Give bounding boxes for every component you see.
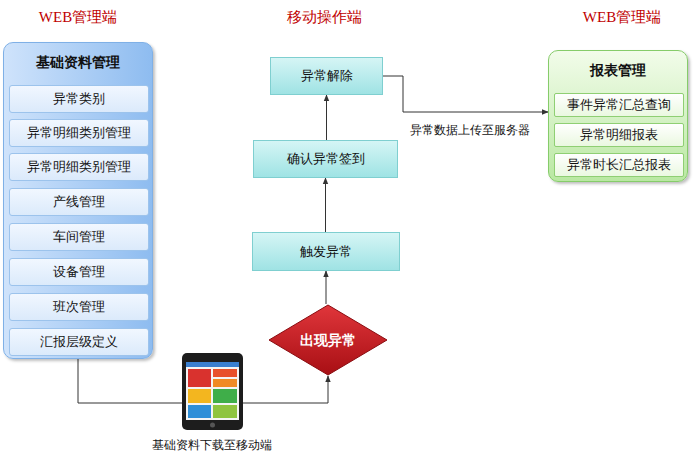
app-tile: [188, 389, 211, 403]
process-box: 异常解除: [270, 57, 383, 95]
panel-box: 报表管理事件异常汇总查询异常明细报表异常时长汇总报表: [548, 50, 688, 182]
connector-arrow: [78, 359, 328, 403]
node-text: 产线管理: [53, 194, 105, 210]
menu-item: 事件异常汇总查询: [554, 93, 684, 117]
app-tile: [213, 389, 237, 403]
app-tile: [188, 405, 211, 418]
node-text: 异常类别: [53, 91, 105, 107]
menu-item: 设备管理: [9, 258, 149, 286]
phone-body: [182, 353, 243, 430]
node-text: 异常时长汇总报表: [567, 157, 671, 173]
phone-screen: [186, 362, 239, 420]
app-tile: [213, 379, 237, 387]
connector-arrow: [326, 95, 327, 140]
menu-item: 异常时长汇总报表: [554, 153, 684, 177]
node-text: 事件异常汇总查询: [567, 97, 671, 113]
menu-item: 汇报层级定义: [9, 328, 149, 356]
node-text: 报表管理: [590, 62, 646, 79]
diamond-shape: [269, 305, 387, 375]
edge-label: 基础资料下载至移动端: [150, 437, 274, 454]
menu-item: 异常明细类别管理: [9, 119, 149, 147]
app-tile: [188, 369, 211, 387]
column-header: 移动操作端: [287, 8, 362, 27]
process-box: 触发异常: [252, 232, 400, 271]
node-text: 设备管理: [53, 264, 105, 280]
connector-arrow: [326, 271, 327, 304]
app-tile: [213, 405, 237, 418]
column-header: WEB管理端: [39, 8, 117, 27]
menu-item: 车间管理: [9, 223, 149, 251]
node-text: 异常明细报表: [580, 127, 658, 143]
node-text: 出现异常: [300, 332, 356, 349]
connector-arrow: [325, 178, 326, 232]
app-tile: [213, 369, 237, 377]
panel-box: 基础资料管理异常类别异常明细类别管理异常明细类别管理产线管理车间管理设备管理班次…: [3, 42, 153, 359]
process-box: 确认异常签到: [253, 140, 398, 178]
menu-item: 异常类别: [9, 85, 149, 113]
node-text: 车间管理: [53, 229, 105, 245]
edge-label: 异常数据上传至服务器: [408, 122, 532, 139]
home-button: [210, 423, 215, 428]
decision-diamond: 出现异常: [268, 304, 388, 376]
node-text: 班次管理: [53, 299, 105, 315]
phone-status-bar: [186, 362, 239, 367]
node-text: 确认异常签到: [287, 151, 365, 167]
node-text: 基础资料管理: [36, 54, 120, 71]
menu-item: 异常明细类别管理: [9, 153, 149, 181]
node-text: 触发异常: [300, 244, 352, 260]
node-text: 异常解除: [301, 68, 353, 84]
menu-item: 产线管理: [9, 188, 149, 216]
node-text: 汇报层级定义: [40, 334, 118, 350]
node-text: 异常明细类别管理: [27, 159, 131, 175]
menu-item: 班次管理: [9, 293, 149, 321]
node-text: 异常明细类别管理: [27, 125, 131, 141]
connector-arrow: [383, 76, 548, 112]
column-header: WEB管理端: [583, 8, 661, 27]
menu-item: 异常明细报表: [554, 123, 684, 147]
